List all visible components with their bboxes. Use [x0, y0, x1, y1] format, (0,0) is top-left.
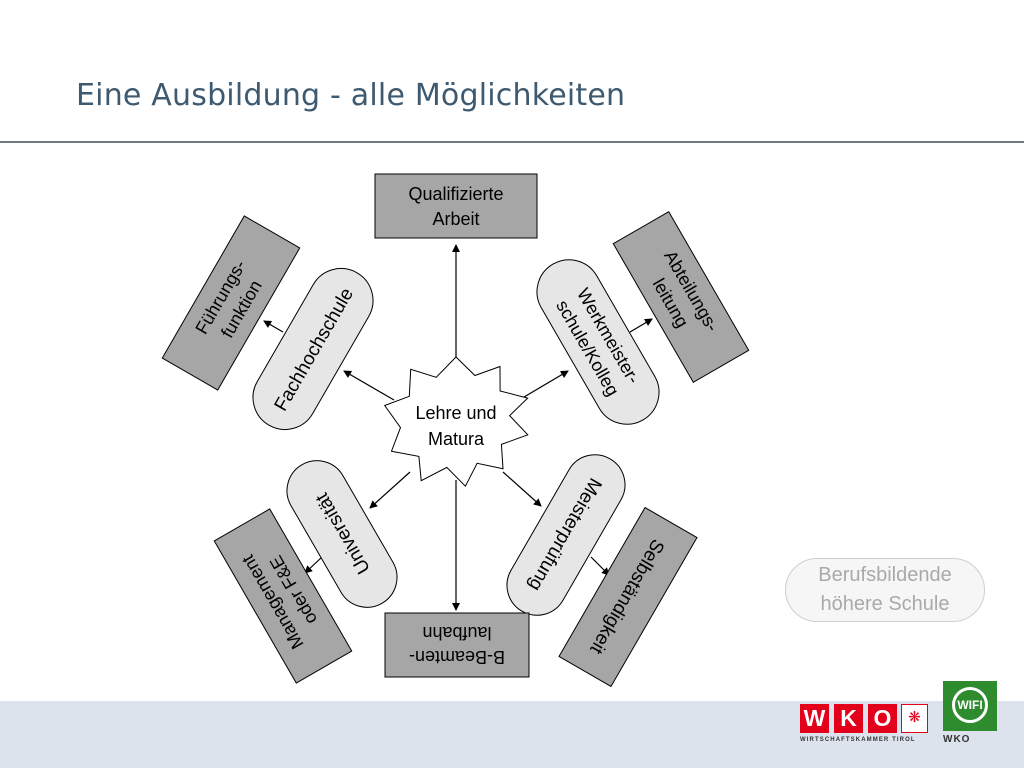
- b-beamtenlaufbahn-line-1: B-Beamten-: [409, 647, 505, 667]
- b-beamtenlaufbahn-line-2: laufbahn: [422, 623, 491, 643]
- connector-arrows: [263, 244, 653, 611]
- qualifizierte-arbeit-line-2: Arbeit: [432, 209, 479, 229]
- wko-letter-w: W: [800, 704, 829, 733]
- center-line-1: Lehre und: [415, 403, 496, 423]
- arrow-to-fuehrungsfunktion: [263, 320, 284, 333]
- wko-letter-k: K: [834, 704, 863, 733]
- berufsbildende-line-1: Berufsbildende: [818, 564, 952, 586]
- wifi-logo: WIFI WKO: [943, 681, 997, 747]
- arrow-to-meisterpruefung: [502, 471, 542, 507]
- wifi-mark: WIFI: [943, 681, 997, 731]
- center-starburst: Lehre und Matura: [383, 356, 529, 488]
- arrow-to-fachhochschule: [343, 370, 395, 401]
- arrow-to-universitaet: [369, 471, 411, 509]
- qualifizierte-arbeit-line-1: Qualifizierte: [408, 184, 503, 204]
- arrow-to-werkmeisterschule: [518, 370, 569, 401]
- title-divider: [0, 141, 1024, 143]
- career-diagram: Qualifizierte Arbeit Führungs- funktion …: [161, 173, 750, 688]
- arrow-to-management: [304, 556, 323, 574]
- wko-logo: W K O ❋ WIRTSCHAFTSKAMMER TIROL: [800, 704, 934, 746]
- wifi-wko-label: WKO: [943, 734, 971, 745]
- slide-title: Eine Ausbildung - alle Möglichkeiten: [76, 78, 626, 113]
- center-line-2: Matura: [428, 429, 485, 449]
- pill-berufsbildende-hoehere-schule: Berufsbildende höhere Schule: [785, 558, 985, 622]
- tirol-eagle-icon: ❋: [901, 704, 928, 733]
- box-b-beamtenlaufbahn: B-Beamten- laufbahn: [384, 612, 530, 678]
- wko-subtitle: WIRTSCHAFTSKAMMER TIROL: [800, 737, 916, 743]
- box-qualifizierte-arbeit: Qualifizierte Arbeit: [374, 173, 538, 239]
- box-fuehrungsfunktion: Führungs- funktion: [161, 215, 301, 391]
- berufsbildende-line-2: höhere Schule: [820, 593, 950, 615]
- wifi-ring-icon: WIFI: [952, 687, 988, 723]
- arrow-to-abteilungsleitung: [629, 318, 653, 333]
- wko-letter-o: O: [868, 704, 897, 733]
- arrow-to-selbststaendigkeit: [590, 556, 610, 576]
